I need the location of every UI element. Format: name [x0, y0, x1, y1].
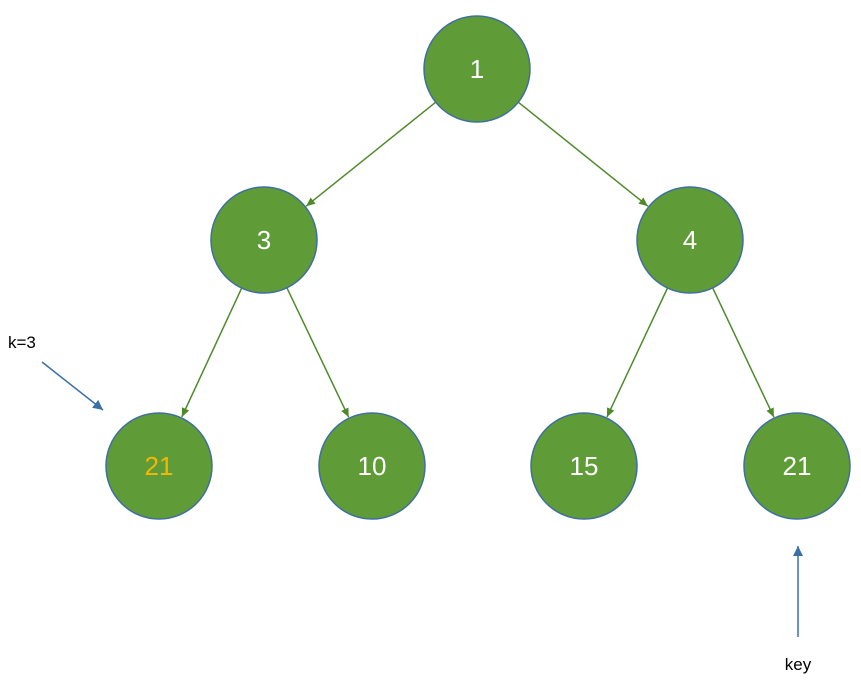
edge-root-to-right: [517, 101, 649, 207]
edge-left-to-left-right: [286, 287, 350, 418]
node-circle: [318, 412, 426, 520]
node-label: 10: [358, 451, 387, 481]
node-label: 3: [257, 225, 271, 255]
nodes-layer: 1 3 4 21 10 15 21: [105, 15, 851, 520]
node-label: 21: [783, 451, 812, 481]
k-label: k=3: [8, 333, 36, 352]
node-circle: [423, 15, 531, 123]
tree-node-root: 1: [423, 15, 531, 123]
key-pointer: key: [785, 546, 812, 674]
k-pointer-arrow: [41, 361, 104, 411]
node-label: 1: [470, 54, 484, 84]
tree-node-left-right: 10: [318, 412, 426, 520]
node-label: 21: [145, 451, 174, 481]
node-label: 15: [570, 451, 599, 481]
node-label: 4: [683, 225, 697, 255]
tree-node-right-left: 15: [530, 412, 638, 520]
node-circle: [743, 412, 851, 520]
tree-node-left: 3: [210, 186, 318, 294]
tree-node-right: 4: [636, 186, 744, 294]
tree-node-right-right: 21: [743, 412, 851, 520]
edge-right-to-right-left: [606, 287, 669, 418]
node-circle: [530, 412, 638, 520]
key-label: key: [785, 655, 812, 674]
k-pointer: k=3: [8, 333, 104, 411]
edge-root-to-left: [305, 101, 437, 207]
edges-layer: [181, 101, 775, 418]
node-circle: [210, 186, 318, 294]
node-circle: [636, 186, 744, 294]
tree-node-left-left: 21: [105, 412, 213, 520]
edge-left-to-left-left: [181, 287, 243, 418]
node-circle: [105, 412, 213, 520]
edge-right-to-right-right: [712, 287, 775, 418]
